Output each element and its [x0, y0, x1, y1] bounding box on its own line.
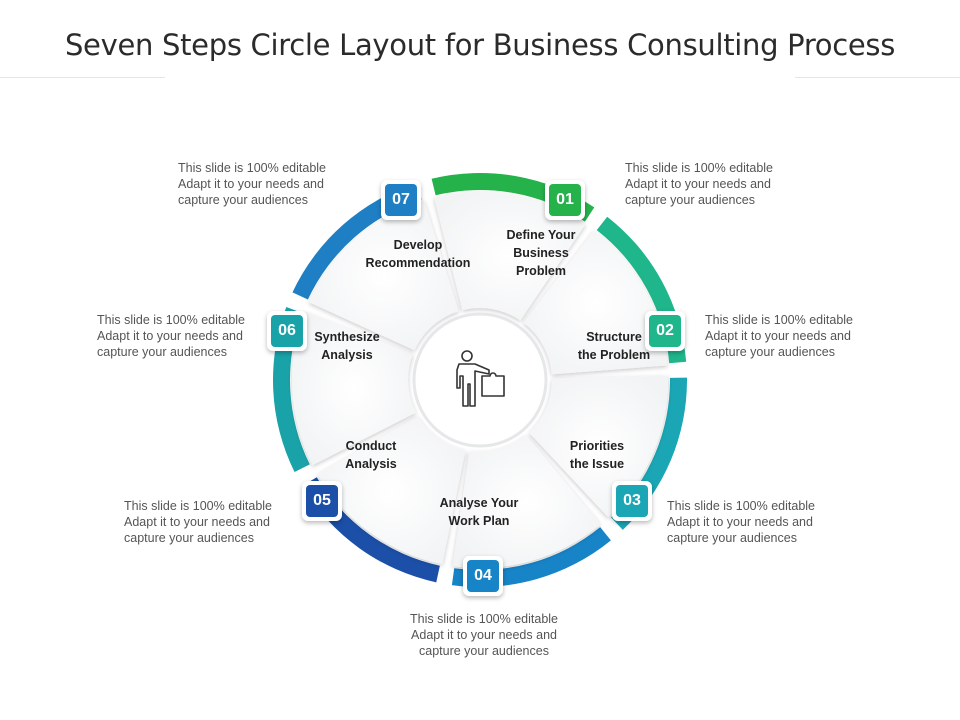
step-02-segment: [523, 230, 668, 375]
center-circle: [412, 312, 548, 448]
step-03-number: 03: [616, 485, 648, 517]
step-05-number: 05: [306, 485, 338, 517]
step-06-segment: [292, 311, 416, 466]
step-04-segment: [452, 435, 601, 569]
step-01-segment: [434, 192, 586, 321]
step-01-ring-arc: [431, 173, 595, 222]
step-04-number: 04: [467, 560, 499, 592]
step-07-badge: 07: [381, 180, 421, 220]
presenter-with-puzzle-icon: [456, 350, 505, 407]
step-05-segment: [317, 416, 466, 565]
step-01-number: 01: [549, 184, 581, 216]
step-07-number: 07: [385, 184, 417, 216]
step-07-segment: [308, 200, 459, 351]
step-06-badge: 06: [267, 311, 307, 351]
header-rule-right: [795, 77, 960, 78]
step-02-badge: 02: [645, 311, 685, 351]
step-03-ring-arc: [611, 377, 687, 530]
step-06-number: 06: [271, 315, 303, 347]
step-01-badge: 01: [545, 180, 585, 220]
page-title: Seven Steps Circle Layout for Business C…: [64, 28, 896, 62]
step-05-badge: 05: [302, 481, 342, 521]
step-05-ring-arc: [302, 477, 440, 583]
step-03-badge: 03: [612, 481, 652, 521]
step-02-number: 02: [649, 315, 681, 347]
header-rule-left: [0, 77, 165, 78]
step-04-badge: 04: [463, 556, 503, 596]
